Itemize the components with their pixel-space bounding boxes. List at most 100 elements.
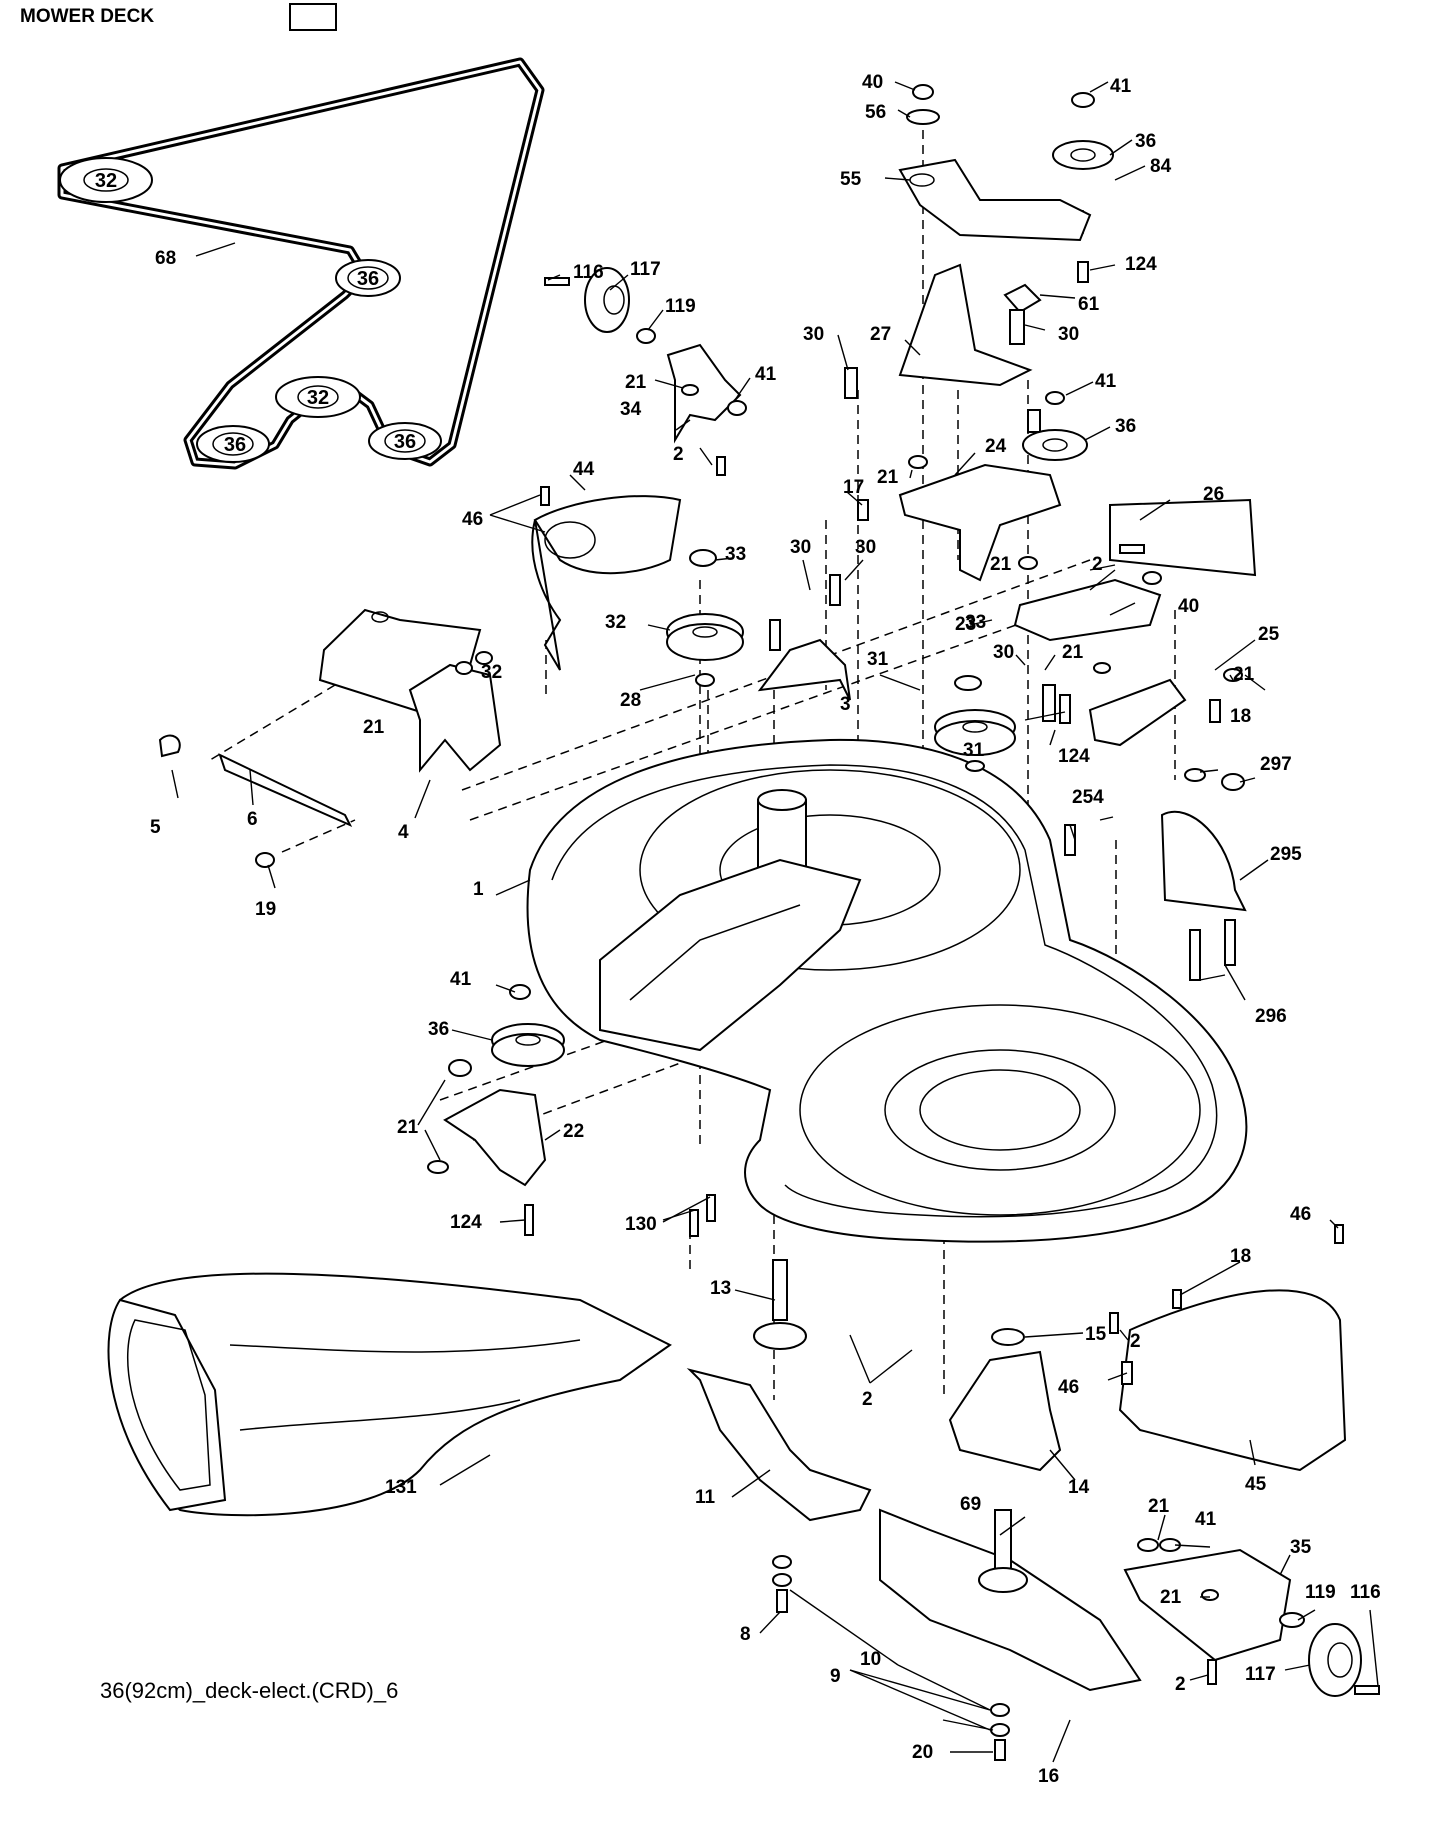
callout: 2: [1175, 1674, 1186, 1695]
callout: 27: [870, 324, 891, 345]
callout: 2: [1130, 1331, 1141, 1352]
callout: 45: [1245, 1474, 1267, 1495]
callout: 46: [1058, 1377, 1079, 1398]
callout: 116: [573, 262, 604, 283]
callout: 46: [462, 509, 483, 530]
callout: 14: [1068, 1477, 1090, 1498]
callout: 4: [398, 822, 409, 843]
callout: 18: [1230, 706, 1251, 727]
callout: 131: [385, 1477, 417, 1498]
callout: 21: [1160, 1587, 1182, 1608]
callout: 30: [1058, 324, 1079, 345]
callout: 15: [1085, 1324, 1107, 1345]
callout: 10: [860, 1649, 881, 1670]
callout: 20: [912, 1742, 933, 1763]
callout: 21: [877, 467, 899, 488]
callout: 24: [985, 436, 1007, 457]
belt-pulley-2: [335, 259, 401, 297]
callout: 124: [1058, 746, 1090, 767]
callout: 46: [1290, 1204, 1311, 1225]
belt-routing-diagram: 32 36 32 36 36 68: [57, 57, 545, 470]
diagram-caption: 36(92cm)_deck-elect.(CRD)_6: [100, 1678, 398, 1703]
callout: 21: [625, 372, 647, 393]
callout: 22: [563, 1121, 584, 1142]
callout: 3: [840, 694, 851, 715]
callout: 26: [1203, 484, 1224, 505]
belt-pulley-1: [59, 157, 153, 203]
callout: 119: [1305, 1582, 1336, 1603]
callout: 124: [1125, 254, 1157, 275]
callout: 21: [1148, 1496, 1170, 1517]
belt-pulley-4: [196, 425, 270, 463]
callout: 40: [1178, 596, 1199, 617]
callout: 19: [255, 899, 276, 920]
callout: 30: [855, 537, 876, 558]
belt-pulley-3: [275, 376, 361, 418]
callout: 21: [1233, 664, 1255, 685]
callout: 25: [1258, 624, 1280, 645]
callout: 34: [620, 399, 642, 420]
callout: 61: [1078, 294, 1100, 315]
header-title-fragment: MOWER DECK: [20, 6, 154, 27]
callout: 8: [740, 1624, 751, 1645]
callout: 119: [665, 296, 696, 317]
pulley-label: 36: [224, 434, 246, 456]
left-parts: [158, 267, 851, 1237]
callout: 13: [710, 1278, 731, 1299]
callout: 11: [695, 1487, 716, 1508]
callout: 21: [397, 1117, 419, 1138]
callout: 16: [1038, 1766, 1059, 1787]
belt-label: 68: [155, 248, 176, 269]
callout: 9: [830, 1666, 841, 1687]
callout: 41: [450, 969, 472, 990]
callout: 5: [150, 817, 161, 838]
callout: 117: [1245, 1664, 1276, 1685]
callout: 117: [630, 259, 661, 280]
pulley-label: 32: [95, 170, 117, 192]
callout: 84: [1150, 156, 1172, 177]
callout: 33: [965, 612, 986, 633]
pulley-label: 36: [357, 268, 379, 290]
callout: 30: [790, 537, 811, 558]
callout: 41: [1195, 1509, 1217, 1530]
callout: 35: [1290, 1537, 1312, 1558]
callout: 32: [481, 662, 502, 683]
leader-lines: [171, 81, 1379, 1763]
callout: 30: [803, 324, 824, 345]
callout: 2: [1092, 554, 1103, 575]
idler-bracket-assembly: [844, 84, 1257, 981]
callout: 36: [1115, 416, 1136, 437]
callout: 33: [725, 544, 746, 565]
callout: 56: [865, 102, 886, 123]
callout: 41: [1110, 76, 1132, 97]
belt-pulley-5: [368, 422, 442, 460]
callout: 32: [605, 612, 626, 633]
lower-parts: [107, 1224, 1380, 1761]
callout: 295: [1270, 844, 1302, 865]
callout: 69: [960, 1494, 981, 1515]
callout: 296: [1255, 1006, 1287, 1027]
callout: 297: [1260, 754, 1292, 775]
callout: 124: [450, 1212, 482, 1233]
callout: 130: [625, 1214, 657, 1235]
pulley-label: 32: [307, 387, 329, 409]
callout: 21: [1062, 642, 1084, 663]
callout: 41: [755, 364, 777, 385]
callout: 31: [963, 740, 985, 761]
callout: 21: [363, 717, 385, 738]
callout: 28: [620, 690, 641, 711]
callout: 30: [993, 642, 1014, 663]
callout: 31: [867, 649, 889, 670]
callout: 36: [1135, 131, 1156, 152]
mower-deck: [526, 738, 1248, 1243]
callout: 23: [955, 614, 976, 635]
callouts: 40 41 56 36 84 55 124 61 116 117 119 30 …: [150, 72, 1381, 1787]
callout: 21: [990, 554, 1012, 575]
pulley-label: 36: [394, 431, 416, 453]
callout: 1: [473, 879, 484, 900]
callout: 6: [247, 809, 258, 830]
callout: 55: [840, 169, 862, 190]
callout: 116: [1350, 1582, 1381, 1603]
callout: 40: [862, 72, 883, 93]
